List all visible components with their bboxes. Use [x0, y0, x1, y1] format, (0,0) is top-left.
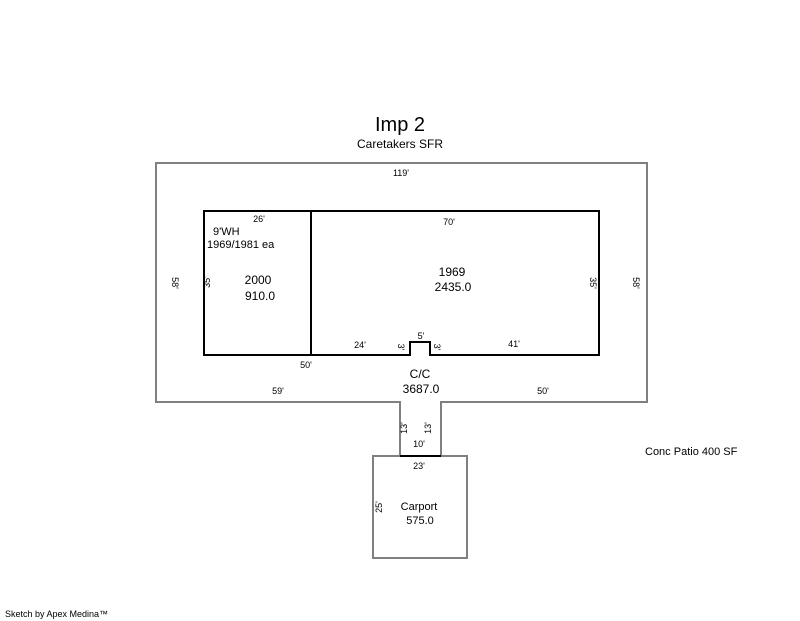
sketch-subtitle: Caretakers SFR: [357, 137, 443, 151]
addition-label-2: 1969/1981 ea: [207, 239, 275, 251]
carport-top-dim: 23': [413, 461, 425, 471]
addition-top-dim: 26': [253, 214, 265, 224]
cc-stem-right-dim: 13': [423, 422, 433, 434]
cc-area: 3687.0: [403, 382, 440, 396]
main-notch-right-dim: 3': [432, 344, 442, 351]
cc-stem-left-dim: 13': [399, 422, 409, 434]
footer-credit: Sketch by Apex Medina™: [5, 609, 108, 619]
cc-outline: [155, 162, 648, 457]
main-bottom-right-dim: 41': [508, 339, 520, 349]
main-notch-left-dim: 3': [396, 344, 406, 351]
cc-bottom-left-dim: 59': [272, 386, 284, 396]
addition-label-1: 9'WH: [213, 226, 240, 238]
addition-year: 2000: [245, 273, 272, 287]
patio-note: Conc Patio 400 SF: [645, 446, 738, 458]
main-bottom-left-dim: 24': [354, 340, 366, 350]
cc-stem-bottom-dim: 10': [413, 439, 425, 449]
cc-name: C/C: [410, 367, 431, 381]
carport-name: Carport: [401, 501, 438, 513]
carport-area: 575.0: [406, 515, 434, 527]
main-right-dim: 35': [588, 277, 598, 289]
addition-left-dim: 35': [202, 276, 212, 288]
main-top-dim: 70': [443, 217, 455, 227]
main-year: 1969: [439, 265, 466, 279]
cc-right-dim: 58': [631, 277, 641, 289]
cc-bottom-right-dim: 50': [537, 386, 549, 396]
cc-left-dim: 58': [170, 277, 180, 289]
sketch-title: Imp 2: [375, 114, 425, 136]
main-notch-top-dim: 5': [418, 331, 425, 341]
main-bottom-total-dim: 50': [300, 360, 312, 370]
carport-left-dim: 25': [374, 501, 384, 513]
main-area: 2435.0: [435, 280, 472, 294]
house-outline: [203, 210, 600, 356]
cc-top-dim: 119': [393, 168, 409, 178]
addition-area: 910.0: [245, 289, 275, 303]
